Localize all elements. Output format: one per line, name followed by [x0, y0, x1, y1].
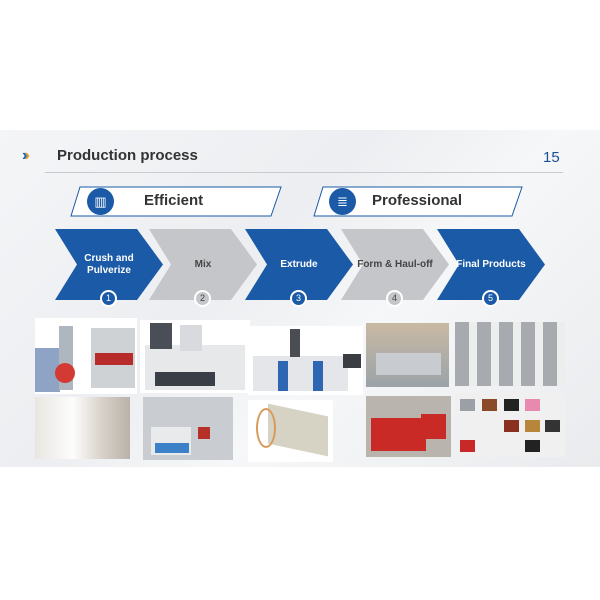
- step-label: Mix: [194, 258, 212, 270]
- step-4: Form & Haul-off: [341, 229, 449, 300]
- crusher-photo: [35, 318, 137, 394]
- step-number-badge: 5: [482, 290, 499, 307]
- triple-chevron-icon: ›››: [22, 147, 31, 164]
- banner-label: Professional: [372, 192, 463, 209]
- step-label: Crush and Pulverize: [84, 252, 134, 276]
- step-1: Crush and Pulverize: [55, 229, 163, 300]
- step-label: Extrude: [280, 258, 318, 270]
- powder-photo: [35, 397, 130, 459]
- step-number-badge: 4: [386, 290, 403, 307]
- extruder-photo: [248, 326, 363, 395]
- clipboard-icon: ≣: [329, 188, 356, 215]
- step-label: Form & Haul-off: [357, 258, 433, 270]
- mixer-photo: [140, 320, 250, 393]
- mould-photo: [248, 400, 333, 462]
- step-number-badge: 3: [290, 290, 307, 307]
- slide: ››› Production process 15 ▥ Efficient ≣ …: [0, 130, 600, 467]
- haul-off-photo: [366, 323, 449, 387]
- step-2: Mix: [149, 229, 257, 300]
- banner-professional: ≣ Professional: [313, 186, 523, 217]
- profiles-photo: [455, 322, 565, 386]
- step-3: Extrude: [245, 229, 353, 300]
- page-title: Production process: [57, 147, 198, 164]
- bar-chart-icon: ▥: [87, 188, 114, 215]
- banner-label: Efficient: [144, 192, 204, 209]
- divider: [45, 172, 563, 173]
- step-number-badge: 1: [100, 290, 117, 307]
- forming-line-photo: [366, 396, 451, 457]
- profiles-colored-photo: [455, 393, 565, 457]
- step-label: Final Products: [456, 258, 526, 270]
- mixer-workshop-photo: [143, 397, 233, 460]
- step-number-badge: 2: [194, 290, 211, 307]
- banner-efficient: ▥ Efficient: [70, 186, 282, 217]
- step-5: Final Products: [437, 229, 545, 300]
- page-number: 15: [543, 149, 560, 166]
